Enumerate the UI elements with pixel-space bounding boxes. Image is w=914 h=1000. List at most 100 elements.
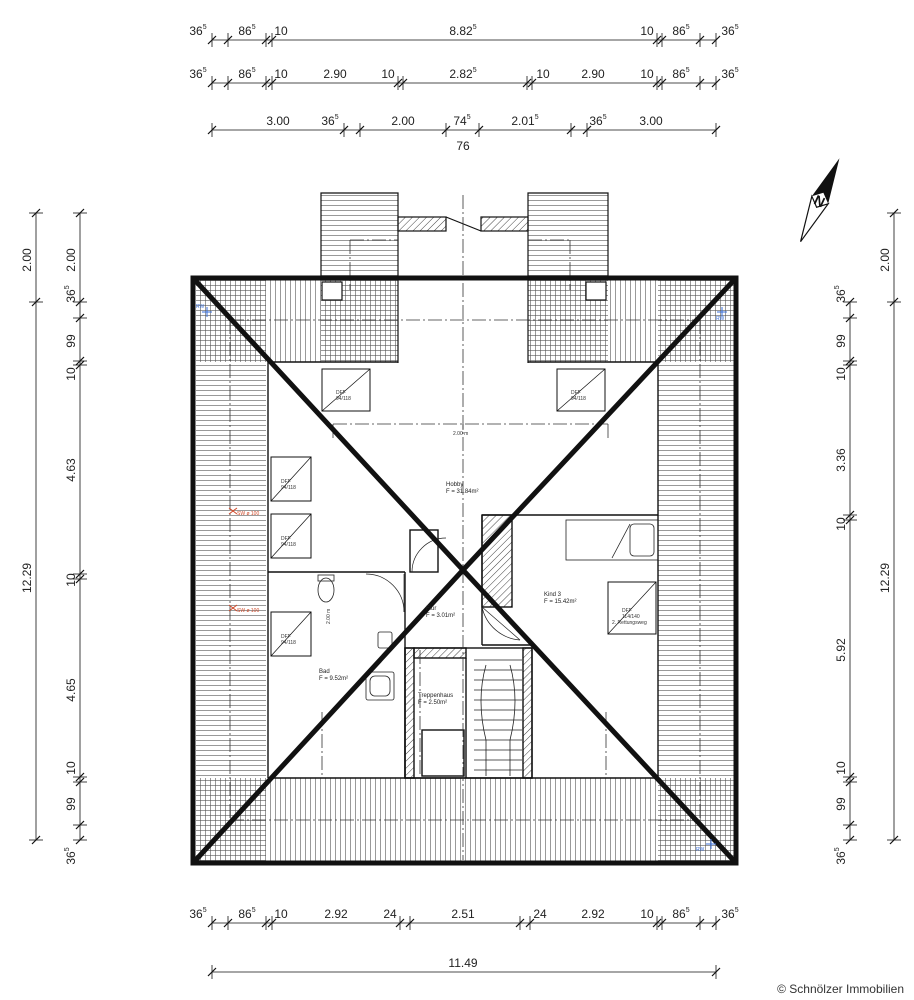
dimBottom2-label-0: 11.49 <box>448 956 477 970</box>
dimRightInner-label-7: 99 <box>834 797 848 811</box>
dimTop2-label-4: 10 <box>381 67 395 81</box>
north-arrow-icon: N <box>799 158 840 243</box>
dimTop2-label-6: 10 <box>536 67 550 81</box>
rw-label-nw: RW <box>196 304 205 310</box>
dimTop3-label-3: 745 <box>453 114 470 128</box>
height-bad-label: 2.00 m <box>326 609 332 624</box>
dimRightInner-label-2: 10 <box>834 367 848 381</box>
dimRightOuter-label-0: 2.00 <box>878 248 892 272</box>
dimTop2-label-10: 365 <box>721 67 738 81</box>
dimLeftInner-label-5: 10 <box>64 573 78 587</box>
dff-label-2: DFF <box>281 479 291 485</box>
room-hobby-name: Hobby <box>446 482 463 488</box>
dff-size-1: 94/118 <box>571 396 586 402</box>
room-kind3-area: F = 15.42m² <box>544 599 577 605</box>
dff-label-3: DFF <box>281 536 291 542</box>
dimTop3-label-0: 3.00 <box>266 114 290 128</box>
room-labels: Hobby F = 31.84m² Kind 3 F = 15.42m² Flu… <box>319 431 577 706</box>
height-hobby-label: 2.00 m <box>453 431 468 437</box>
dimTop1-label-2: 10 <box>274 24 288 38</box>
dim-right-outer: 2.00 12.29 <box>878 208 901 845</box>
dimRightInner-label-8: 365 <box>834 847 848 864</box>
rw-label-se: RW <box>696 847 705 853</box>
dimTop2-label-0: 365 <box>189 67 206 81</box>
dimBottom1-label-3: 2.92 <box>324 907 348 921</box>
dimTop1-label-0: 365 <box>189 24 206 38</box>
dimRightInner-label-0: 365 <box>834 285 848 302</box>
sewage-markers: SW ø 100 SW ø 100 <box>228 507 259 614</box>
dimBottom1-label-6: 24 <box>533 907 547 921</box>
dimBottom1-label-5: 2.51 <box>451 907 475 921</box>
room-flur-name: Flur <box>426 606 436 612</box>
rw-label-ne: RW <box>716 316 725 322</box>
dimTop2-label-1: 865 <box>238 67 255 81</box>
dimTop3-label-4: 2.015 <box>511 114 538 128</box>
dimTop2-label-3: 2.90 <box>323 67 347 81</box>
sw-label-1: SW ø 100 <box>237 511 259 517</box>
dff-label-5: DFF <box>622 608 632 614</box>
dimTop3-label-2: 2.00 <box>391 114 415 128</box>
rw-symbol-icon <box>202 307 727 849</box>
dimLeftInner-label-6: 4.65 <box>64 678 78 702</box>
dimTop2-label-9: 865 <box>672 67 689 81</box>
dim-top-row3-extra: 76 <box>456 139 470 153</box>
dimLeftInner-label-1: 365 <box>64 285 78 302</box>
dimLeftInner-label-3: 10 <box>64 367 78 381</box>
sw-symbol-icon <box>228 507 238 612</box>
dimRightInner-label-6: 10 <box>834 761 848 775</box>
dimLeftInner-label-8: 99 <box>64 797 78 811</box>
dimBottom1-label-0: 365 <box>189 907 206 921</box>
dimTop1-label-3: 8.825 <box>449 24 476 38</box>
dimLeftOuter-label-0: 2.00 <box>20 248 34 272</box>
dimBottom1-label-2: 10 <box>274 907 288 921</box>
room-bad-name: Bad <box>319 669 330 675</box>
dimRightInner-label-4: 10 <box>834 517 848 531</box>
dff-extra-5: 2. Rettungsweg <box>612 620 647 626</box>
dimLeftInner-label-9: 365 <box>64 847 78 864</box>
dff-size-3: 94/118 <box>281 542 296 548</box>
roof-outline <box>190 275 739 866</box>
dimTop1-label-6: 365 <box>721 24 738 38</box>
room-kind3-name: Kind 3 <box>544 592 562 598</box>
dimBottom1-label-1: 865 <box>238 907 255 921</box>
dim-left-outer: 2.00 12.29 <box>20 208 43 845</box>
room-bad-area: F = 9.52m² <box>319 676 348 682</box>
dimLeftInner-label-0: 2.00 <box>64 248 78 272</box>
room-hobby-area: F = 31.84m² <box>446 489 479 495</box>
dimRightInner-label-1: 99 <box>834 334 848 348</box>
dimRightOuter-label-1: 12.29 <box>878 563 892 593</box>
dimLeftOuter-label-1: 12.29 <box>20 563 34 593</box>
dimRightInner-label-3: 3.36 <box>834 448 848 472</box>
room-treppenhaus-name: Treppenhaus <box>418 693 453 699</box>
dimBottom1-label-8: 10 <box>640 907 654 921</box>
dimBottom1-label-9: 865 <box>672 907 689 921</box>
dim-bottom-row2: 11.49 <box>207 956 721 979</box>
dff-size-5: 114/140 <box>622 614 640 620</box>
dimBottom1-label-4: 24 <box>383 907 397 921</box>
dimTop2-label-5: 2.825 <box>449 67 476 81</box>
dff-label-4: DFF <box>281 634 291 640</box>
dimTop3-label-6: 3.00 <box>639 114 663 128</box>
staircase <box>474 659 522 776</box>
dff-label-1: DFF <box>571 390 581 396</box>
room-treppenhaus-area: F = 2.50m² <box>418 700 447 706</box>
copyright-notice: © Schnölzer Immobilien <box>777 982 904 996</box>
dimTop2-label-8: 10 <box>640 67 654 81</box>
dimTop3-label-1: 365 <box>321 114 338 128</box>
dimLeftInner-label-7: 10 <box>64 761 78 775</box>
dff-size-2: 94/118 <box>281 485 296 491</box>
dimTop2-label-2: 10 <box>274 67 288 81</box>
dimTop1-label-1: 865 <box>238 24 255 38</box>
roof-windows: DFF94/118DFF94/118DFF94/118DFF94/118DFF9… <box>270 368 657 657</box>
dff-size-0: 94/118 <box>336 396 351 402</box>
